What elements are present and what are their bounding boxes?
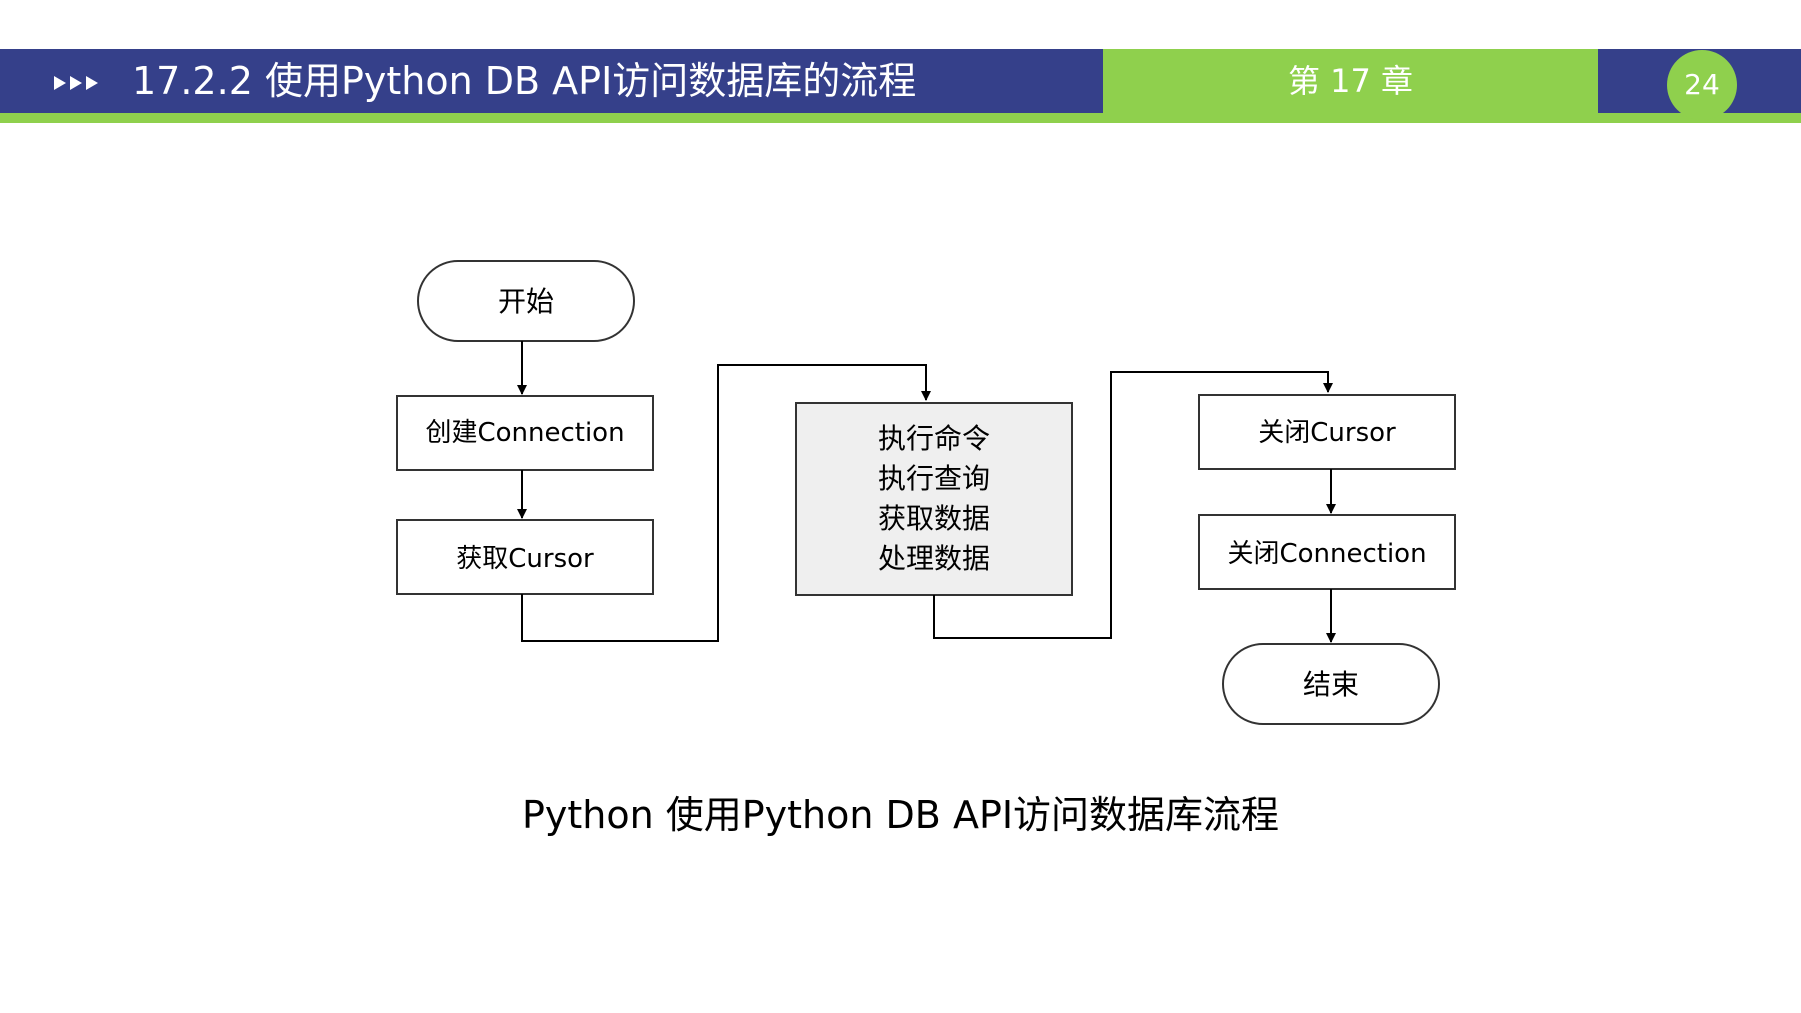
close-connection-label: 关闭Connection	[1227, 539, 1426, 569]
end-terminal	[1222, 643, 1440, 725]
triangle-bullets-icon	[54, 68, 98, 98]
arrow-cursor-to-process	[521, 364, 931, 642]
close-cursor-box	[1198, 394, 1456, 470]
process-line-2: 执行查询	[878, 462, 990, 495]
triangle-icon	[86, 76, 98, 90]
header-chapter-bar	[1103, 49, 1598, 113]
arrow-process-to-close-cursor	[933, 371, 1333, 639]
figure-caption: Python 使用Python DB API访问数据库流程	[521, 793, 1280, 837]
header-underline	[0, 113, 1801, 123]
get-cursor-box	[396, 519, 654, 595]
process-box	[795, 402, 1073, 596]
create-connection-label: 创建Connection	[425, 418, 624, 448]
start-terminal	[417, 260, 635, 342]
triangle-icon	[54, 76, 66, 90]
close-cursor-label: 关闭Cursor	[1258, 418, 1396, 448]
end-label: 结束	[1303, 668, 1359, 701]
header-title-bar	[0, 49, 1103, 113]
page-number-badge: 24	[1667, 50, 1737, 120]
chapter-label: 第 17 章	[1287, 62, 1414, 100]
start-label: 开始	[498, 285, 554, 318]
create-connection-box	[396, 395, 654, 471]
process-line-4: 处理数据	[878, 542, 990, 575]
get-cursor-label: 获取Cursor	[456, 544, 594, 574]
process-line-1: 执行命令	[878, 422, 990, 455]
process-line-3: 获取数据	[878, 502, 990, 535]
triangle-icon	[70, 76, 82, 90]
section-title: 17.2.2 使用Python DB API访问数据库的流程	[132, 59, 917, 103]
close-connection-box	[1198, 514, 1456, 590]
